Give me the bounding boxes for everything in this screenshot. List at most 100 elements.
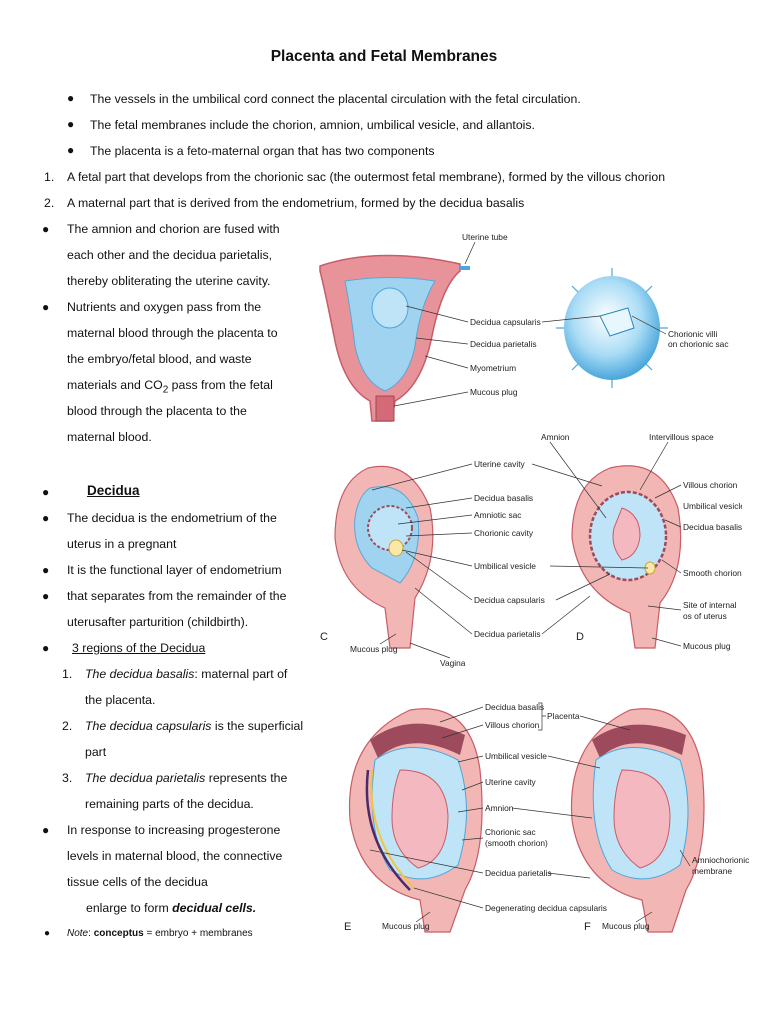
fetus-f: [613, 769, 671, 869]
label-internal-os-2: os of uterus: [683, 611, 727, 621]
bullet-dot: ●: [67, 117, 75, 131]
label-mucous-plug: Mucous plug: [470, 387, 518, 397]
nutrient-line-5: blood through the placenta to the: [67, 404, 247, 418]
separates-1: that separates from the remainder of the: [67, 589, 287, 603]
bullet-dot: ●: [42, 300, 50, 314]
region-num-3: 3.: [62, 771, 73, 785]
bullet-dot: ●: [42, 511, 50, 525]
amnion-line-3: thereby obliterating the uterine cavity.: [67, 274, 271, 288]
label-amniotic-sac: Amniotic sac: [474, 510, 521, 520]
label-myometrium: Myometrium: [470, 363, 516, 373]
component-text-1: A fetal part that develops from the chor…: [67, 170, 666, 184]
component-num-2: 2.: [44, 196, 55, 210]
component-text-2: A maternal part that is derived from the…: [67, 196, 525, 210]
nutrient-line-1: Nutrients and oxygen pass from the: [67, 300, 262, 314]
label-chorionic-sac-1: Chorionic sac: [485, 827, 536, 837]
label-internal-os-1: Site of internal: [683, 600, 737, 610]
label-chorionic-villi-1: Chorionic villi: [668, 329, 717, 339]
region-1: The decidua basalis: maternal part of: [85, 667, 288, 681]
label-umbilical-vesicle-e: Umbilical vesicle: [485, 751, 547, 761]
functional-layer: It is the functional layer of endometriu…: [67, 563, 282, 577]
amnion-line-1: The amnion and chorion are fused with: [67, 222, 280, 236]
uterus-chorionic-sac-figure: Uterine tube Decidua capsularis Decidua …: [319, 232, 729, 422]
bullet-dot: ●: [42, 823, 50, 837]
amnion-line-2: each other and the decidua parietalis,: [67, 248, 273, 262]
label-umbilical-vesicle-d: Umbilical vesicle: [683, 501, 742, 511]
region-3-cont: remaining parts of the decidua.: [85, 797, 254, 811]
label-villous-chorion-d: Villous chorion: [683, 480, 738, 490]
villi-spikes: [556, 268, 668, 388]
bullet-dot: ●: [42, 485, 50, 499]
page-title: Placenta and Fetal Membranes: [270, 48, 498, 65]
chorionic-sac-small: [371, 287, 409, 329]
bullet-dot: ●: [42, 589, 50, 603]
label-smooth-chorion: Smooth chorion: [683, 568, 742, 578]
villi-f: [592, 724, 686, 758]
label-decidua-capsularis: Decidua capsularis: [474, 595, 545, 605]
nutrient-line-6: maternal blood.: [67, 430, 152, 444]
bullet-dot: ●: [42, 222, 50, 236]
label-amniochorionic-1: Amniochorionic: [692, 855, 749, 865]
bullet-dot: ●: [44, 928, 51, 939]
label-uterine-cavity-e: Uterine cavity: [485, 777, 537, 787]
label-decidua-parietalis: Decidua parietalis: [470, 339, 537, 349]
layers-e: [365, 769, 411, 891]
sac-c: [367, 505, 413, 551]
region-num-1: 1.: [62, 667, 73, 681]
uterine-cavity-shape: [344, 277, 436, 392]
note-line: Note: conceptus = embryo + membranes: [67, 928, 253, 939]
decidua-def-1: The decidua is the endometrium of the: [67, 511, 277, 525]
region-1-cont: the placenta.: [85, 693, 156, 707]
region-2-cont: part: [85, 745, 107, 759]
stages-c-d-figure: Amnion Intervillous space Uterine cavity…: [320, 432, 742, 668]
intro-bullet-1: The vessels in the umbilical cord connec…: [90, 92, 581, 106]
label-uterine-cavity: Uterine cavity: [474, 459, 526, 469]
label-villous-chorion-e: Villous chorion: [485, 720, 540, 730]
nutrient-line-4: materials and CO2 pass from the fetal: [67, 378, 273, 396]
decidua-heading: Decidua: [87, 483, 140, 498]
label-letter-d: D: [576, 631, 584, 643]
component-num-1: 1.: [44, 170, 55, 184]
layers-e2: [370, 769, 415, 889]
mucous-plug-shape: [375, 395, 395, 422]
label-intervillous: Intervillous space: [649, 432, 714, 442]
label-decidua-basalis: Decidua basalis: [474, 493, 533, 503]
label-amnion: Amnion: [541, 432, 570, 442]
progesterone-1: In response to increasing progesterone: [67, 823, 281, 837]
label-amniochorionic-2: membrane: [692, 866, 732, 876]
enlarge-line: enlarge to form decidual cells.: [86, 901, 257, 915]
label-placenta: Placenta: [547, 711, 580, 721]
intro-bullet-2: The fetal membranes include the chorion,…: [90, 118, 535, 132]
label-vagina: Vagina: [440, 658, 466, 668]
embryo-d: [612, 507, 641, 561]
label-decidua-capsularis: Decidua capsularis: [470, 317, 541, 327]
bullet-dot: ●: [42, 563, 50, 577]
label-degenerating: Degenerating decidua capsularis: [485, 903, 607, 913]
label-decidua-basalis-d: Decidua basalis: [683, 522, 742, 532]
label-letter-c: C: [320, 631, 328, 643]
label-chorionic-sac-2: (smooth chorion): [485, 838, 548, 848]
label-mucous-plug-f: Mucous plug: [602, 921, 650, 931]
separates-2: uterusafter parturition (childbirth).: [67, 615, 249, 629]
region-num-2: 2.: [62, 719, 73, 733]
regions-heading: 3 regions of the Decidua: [72, 641, 206, 655]
sac-window: [599, 307, 635, 337]
label-chorionic-villi-2: on chorionic sac: [668, 339, 729, 349]
bullet-dot: ●: [67, 91, 75, 105]
villi-e: [370, 723, 465, 758]
stages-e-f-figure: Decidua basalis Villous chorion Placenta…: [344, 702, 749, 933]
decidua-def-2: uterus in a pregnant: [67, 537, 177, 551]
nutrient-line-2: maternal blood through the placenta to: [67, 326, 278, 340]
bullet-dot: ●: [42, 641, 50, 655]
progesterone-3: tissue cells of the decidua: [67, 875, 208, 889]
label-letter-f: F: [584, 921, 591, 933]
nutrient-line-3: the embryo/fetal blood, and waste: [67, 352, 252, 366]
region-3: The decidua parietalis represents the: [85, 771, 288, 785]
label-letter-e: E: [344, 921, 351, 933]
region-2: The decidua capsularis is the superficia…: [85, 719, 304, 733]
label-uterine-tube: Uterine tube: [462, 232, 508, 242]
label-mucous-plug-d: Mucous plug: [683, 641, 731, 651]
label-amnion-e: Amnion: [485, 803, 514, 813]
label-umbilical-vesicle: Umbilical vesicle: [474, 561, 536, 571]
fetus-e: [391, 769, 449, 869]
